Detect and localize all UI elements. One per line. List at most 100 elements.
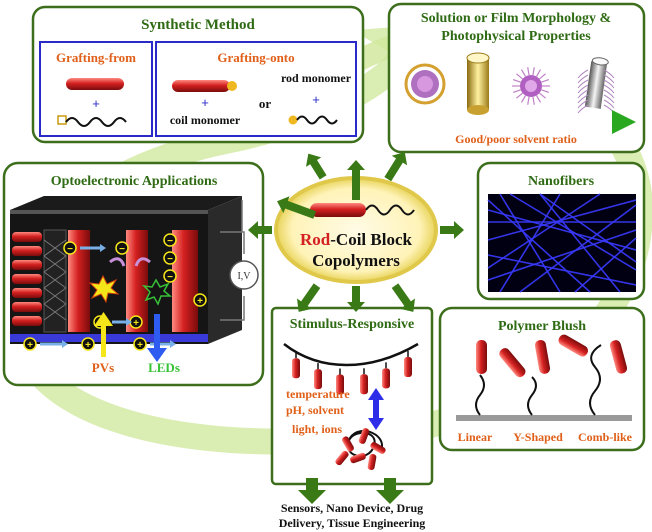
grafting-onto-label: Grafting-onto: [217, 50, 294, 65]
fibril-icon: [577, 57, 615, 114]
center-title-line1: Rod-Coil Block: [300, 230, 412, 249]
direction-arrow: [277, 196, 317, 219]
direction-arrow: [347, 286, 365, 312]
svg-text:−: −: [119, 244, 125, 255]
synthetic-method-panel: Synthetic Method Grafting-from Grafting-…: [31, 5, 365, 144]
charge-carriers: −−−−−++++++: [23, 233, 207, 351]
center-title-line2: Copolymers: [312, 251, 400, 270]
polymer-backbone-icon: [283, 342, 419, 367]
polymer-brush-panel: Polymer Blush Linear Y-Shaped Comb-like: [438, 306, 646, 452]
morphology-title-line1: Solution or Film Morphology &: [421, 11, 611, 26]
brush-rod-icon: [534, 340, 551, 374]
stimulus-line1: temperature: [286, 387, 350, 401]
radial-arrows: [248, 151, 464, 312]
direction-arrow: [391, 283, 415, 312]
solvent-ratio-label: Good/poor solvent ratio: [455, 132, 577, 146]
svg-text:+: +: [27, 340, 33, 351]
morphology-title-line2: Photophysical Properties: [441, 29, 591, 44]
nanofibers-panel: Nanofibers: [476, 161, 646, 301]
morphology-panel: Solution or Film Morphology & Photophysi…: [387, 2, 646, 154]
pvs-label: PVs: [92, 360, 114, 375]
direction-arrow: [440, 221, 464, 239]
charge-carrier-icon: [81, 337, 95, 351]
brush-title: Polymer Blush: [498, 319, 586, 334]
meter-icon: [229, 260, 259, 290]
charge-carrier-icon: [63, 241, 77, 255]
stimulus-title: Stimulus-Responsive: [290, 317, 414, 332]
svg-text:+: +: [197, 296, 203, 307]
coil-chain-icon: [365, 204, 415, 216]
linear-label: Linear: [458, 430, 493, 444]
optoelectronic-title: Optoelectronic Applications: [51, 174, 218, 189]
charge-carrier-icon: [23, 337, 37, 351]
svg-text:−: −: [167, 236, 173, 247]
exciton-burst-icon: [141, 278, 173, 306]
nanofiber-strands: [487, 193, 637, 293]
brush-rod-icon: [499, 348, 526, 378]
stimulus-panel: Stimulus-Responsive temperature pH, solv…: [270, 306, 434, 486]
brush-rod-icon: [476, 340, 487, 374]
center-node: Rod-Coil Block Copolymers: [274, 176, 438, 284]
charge-carrier-icon: [163, 251, 177, 265]
svg-text:−: −: [67, 244, 73, 255]
rod-icon: [66, 78, 124, 90]
grafting-onto-box: [155, 41, 357, 137]
svg-text:−: −: [167, 254, 173, 265]
stimulus-line2: pH, solvent: [286, 403, 344, 417]
direction-arrow: [248, 221, 272, 239]
rod-monomer-label: rod monomer: [281, 71, 352, 85]
coil-monomer-label: coil monomer: [170, 113, 241, 127]
exciton-burst-icon: [88, 274, 120, 304]
direction-arrow: [347, 160, 365, 200]
tube-icon: [466, 52, 490, 115]
rod-icon: [310, 203, 366, 217]
coil-chain-icon: [296, 115, 338, 125]
y-shaped-label: Y-Shaped: [513, 430, 563, 444]
circuit-wire: [220, 200, 245, 321]
coil-chain-icon: [65, 117, 127, 127]
vesicle-icon: [404, 63, 446, 105]
stimulus-line3: light, ions: [292, 422, 342, 436]
nanofibers-title: Nanofibers: [528, 174, 595, 189]
pv-arrow: [94, 312, 113, 357]
rod-icon: [172, 80, 230, 92]
pendant-rod-icon: [382, 368, 390, 389]
svg-text:−: −: [167, 272, 173, 283]
direction-arrow: [305, 153, 327, 180]
brush-rod-icon: [558, 334, 589, 357]
charge-carrier-icon: [193, 293, 207, 307]
pendant-rod-icon: [314, 369, 322, 390]
initiator-icon: [57, 115, 67, 125]
pendant-rod-icon: [292, 358, 300, 379]
grafting-from-box: [39, 41, 153, 137]
svg-text:+: +: [137, 340, 143, 351]
leds-label: LEDs: [148, 360, 180, 375]
iv-label: I,V: [237, 271, 251, 282]
plus-sign: +: [92, 96, 100, 111]
pendant-rod-icon: [404, 356, 412, 377]
grafting-from-label: Grafting-from: [56, 50, 136, 65]
or-label: or: [259, 96, 272, 111]
charge-carrier-icon: [163, 233, 177, 247]
plus-sign: +: [312, 92, 320, 107]
svg-text:+: +: [133, 318, 139, 329]
end-group-icon: [227, 81, 237, 91]
brush-rod-icon: [609, 340, 628, 374]
substrate-icon: [456, 415, 632, 421]
applications-line1: Sensors, Nano Device, Drug: [281, 501, 423, 515]
synthetic-method-title: Synthetic Method: [141, 17, 255, 33]
pendant-rod-icon: [360, 374, 368, 395]
optoelectronic-panel: Optoelectronic Applications −−−−−++++++ …: [2, 161, 265, 387]
double-arrow-icon: [368, 388, 384, 430]
applications-arrows: [298, 478, 404, 504]
end-group-icon: [288, 115, 298, 125]
pendant-rod-icon: [336, 374, 344, 395]
svg-text:+: +: [85, 340, 91, 351]
comb-like-label: Comb-like: [578, 430, 633, 444]
direction-arrow: [384, 151, 408, 182]
direction-arrow: [297, 283, 321, 312]
led-arrow: [147, 314, 167, 362]
micelle-icon: [512, 67, 550, 105]
